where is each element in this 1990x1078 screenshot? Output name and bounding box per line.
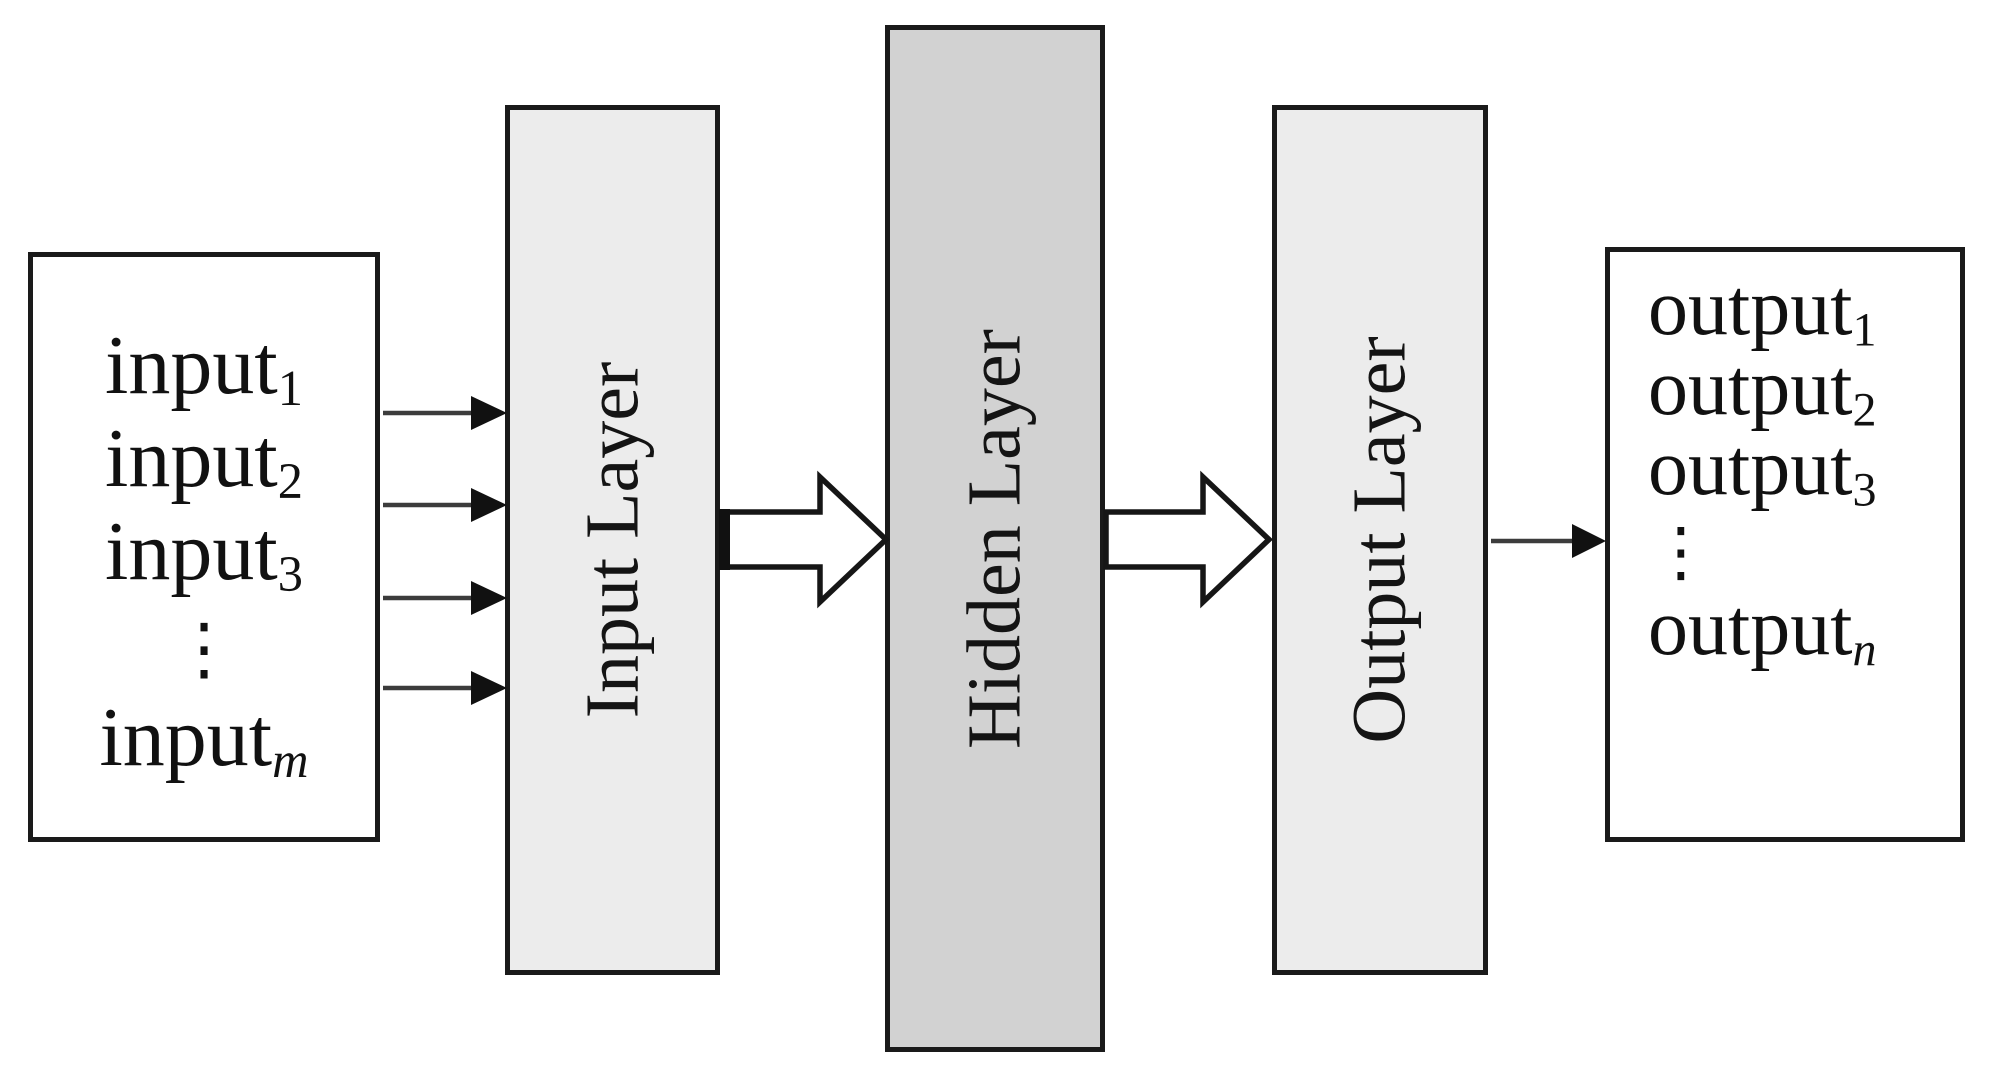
input-arrow-2-head — [471, 488, 507, 522]
output-item-3-base: output — [1648, 424, 1853, 512]
output-item-2: output2 — [1648, 348, 1960, 437]
input-layer-label: Input Layer — [570, 361, 654, 719]
output-layer-label: Output Layer — [1337, 336, 1422, 744]
block-arrow-tail-cap — [719, 509, 730, 570]
input-layer-box: Input Layer — [505, 105, 720, 975]
input-ellipsis: ⋮ — [33, 598, 375, 691]
output-item-1-subscript: 1 — [1852, 303, 1877, 357]
vertical-ellipsis: ⋮ — [1648, 514, 1714, 590]
output-item-3-subscript: 3 — [1852, 463, 1877, 517]
input-values-box: input1 input2 input3 ⋮ inputm — [28, 252, 380, 842]
output-arrow — [1491, 524, 1606, 558]
hidden-layer-box: Hidden Layer — [885, 25, 1105, 1052]
input-item-2-base: input — [105, 412, 278, 505]
input-item-1: input1 — [33, 319, 375, 416]
input-arrows — [383, 396, 507, 705]
block-arrow-hidden-to-output — [1103, 470, 1273, 609]
input-item-m-subscript: m — [272, 732, 309, 789]
output-values-box: output1 output2 output3 ⋮ outputn — [1605, 247, 1965, 842]
input-arrow-1-head — [471, 396, 507, 430]
input-item-3-base: input — [105, 505, 278, 598]
vertical-ellipsis: ⋮ — [169, 609, 239, 689]
hidden-layer-label: Hidden Layer — [952, 328, 1037, 749]
input-item-1-subscript: 1 — [277, 360, 303, 417]
output-item-n-subscript: n — [1852, 623, 1877, 677]
output-item-3: output3 — [1648, 428, 1960, 517]
output-arrow-head — [1572, 524, 1606, 558]
input-item-3-subscript: 3 — [277, 546, 303, 603]
output-item-n-base: output — [1648, 584, 1853, 672]
input-item-1-base: input — [105, 319, 278, 412]
output-layer-box: Output Layer — [1272, 105, 1488, 975]
input-item-3: input3 — [33, 505, 375, 602]
input-item-2: input2 — [33, 412, 375, 509]
input-arrow-3-head — [471, 581, 507, 615]
output-item-2-base: output — [1648, 344, 1853, 432]
output-item-1: output1 — [1648, 268, 1960, 357]
output-item-1-base: output — [1648, 264, 1853, 352]
input-arrow-4-head — [471, 671, 507, 705]
output-item-2-subscript: 2 — [1852, 383, 1877, 437]
output-ellipsis: ⋮ — [1648, 508, 1960, 590]
input-item-m: inputm — [33, 691, 375, 788]
input-item-2-subscript: 2 — [277, 453, 303, 510]
block-arrow-input-to-hidden — [720, 470, 890, 609]
input-item-m-base: input — [99, 691, 273, 784]
output-item-n: outputn — [1648, 588, 1960, 677]
